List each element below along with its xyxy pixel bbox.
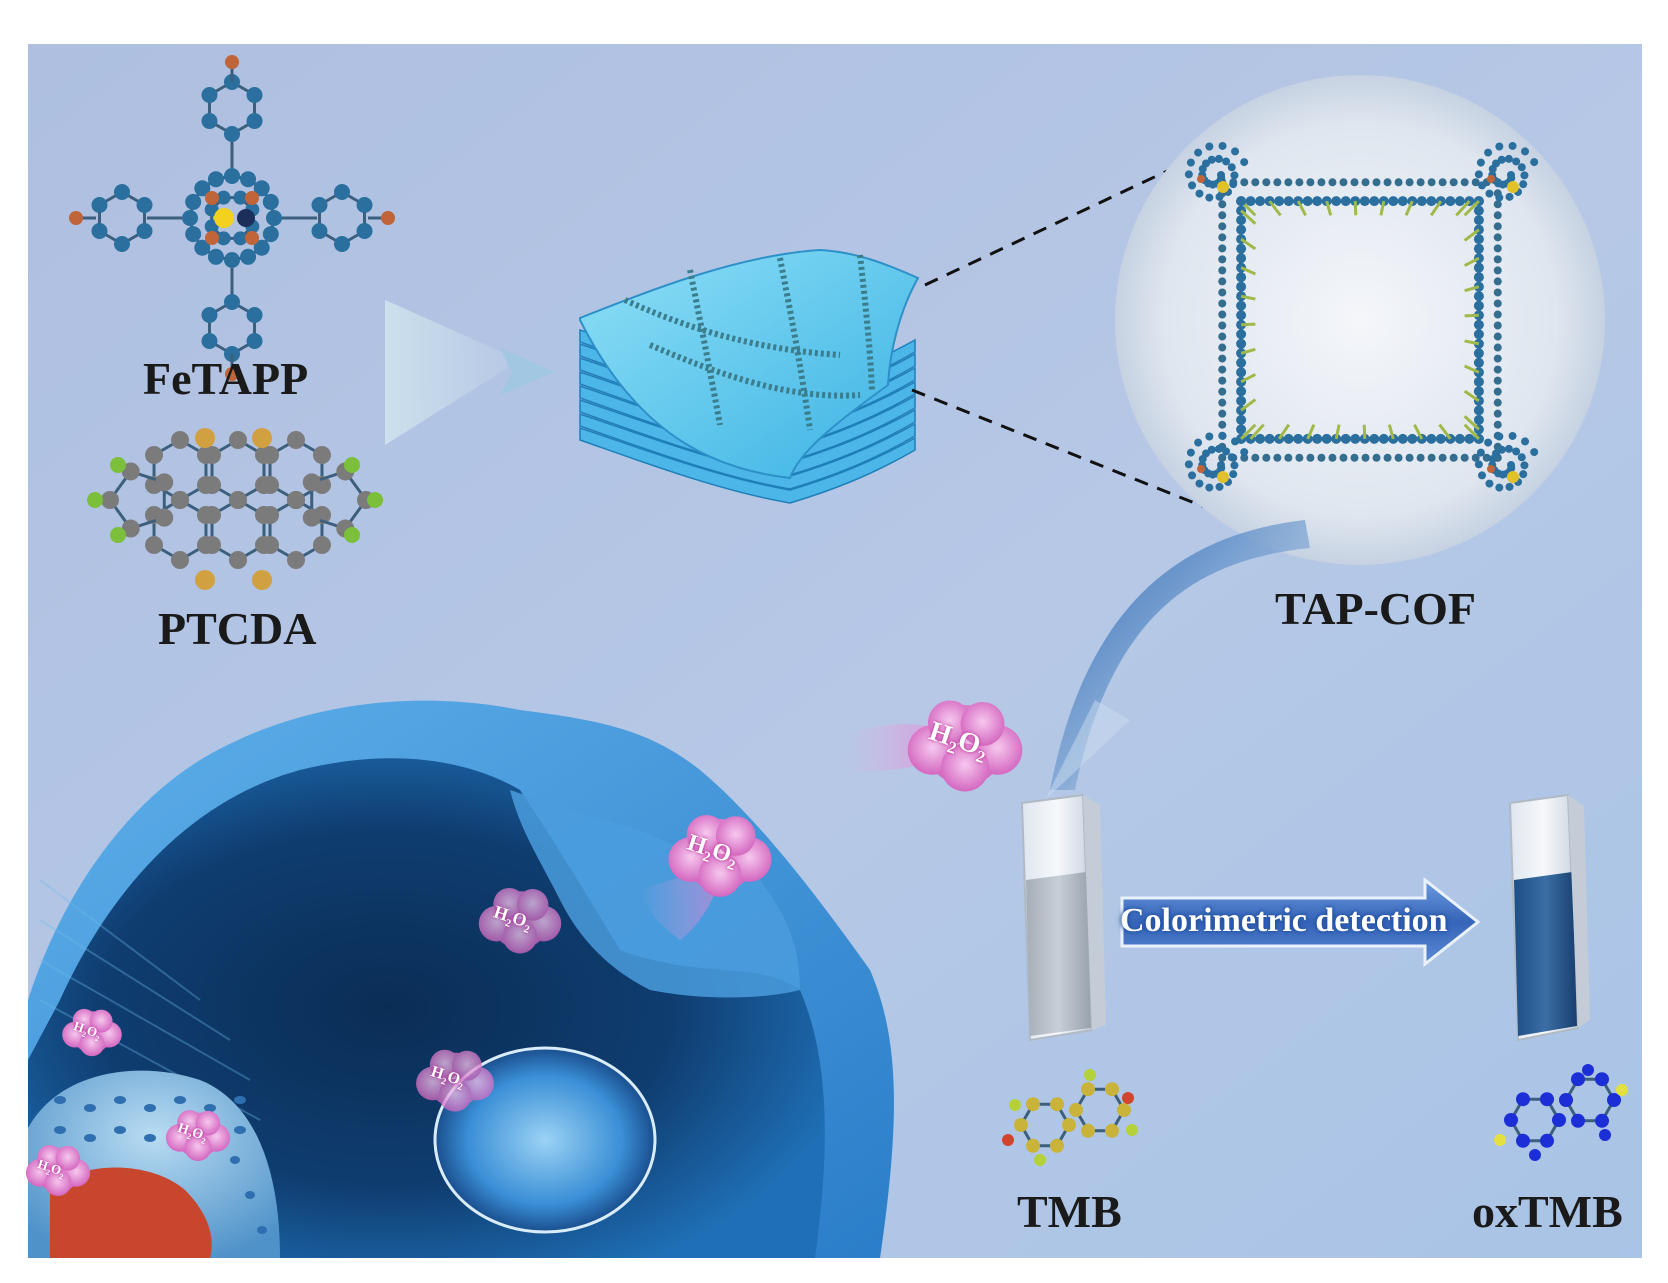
h2o2-cloud	[907, 700, 1023, 792]
synthesis-arrow	[385, 300, 555, 445]
cof-layer-stack	[579, 248, 920, 504]
tmb-label: TMB	[1017, 1186, 1122, 1237]
fetapp-molecule	[69, 55, 395, 381]
cuvette-oxtmb	[1508, 793, 1590, 1042]
fetapp-label: FeTAPP	[143, 353, 309, 404]
h2o2-cloud	[668, 814, 772, 897]
oxtmb-label: oxTMB	[1472, 1186, 1623, 1237]
oxtmb-molecule	[1494, 1064, 1628, 1161]
colorimetric-arrow	[1120, 876, 1481, 968]
h2o2-cloud	[416, 1049, 494, 1112]
ptcda-label: PTCDA	[158, 603, 317, 654]
tmb-molecule	[1002, 1069, 1138, 1166]
h2o2-cloud	[165, 1110, 231, 1162]
tap-cof-pore-view	[1115, 75, 1605, 565]
cuvette-tmb	[1020, 793, 1106, 1042]
tap-cof-label: TAP-COF	[1275, 583, 1477, 634]
ptcda-molecule	[87, 428, 383, 590]
h2o2-cloud	[478, 887, 562, 954]
h2o2-cloud	[25, 1145, 91, 1197]
colorimetric-detection-label: Colorimetric detection	[1120, 902, 1448, 939]
h2o2-cloud	[62, 1008, 122, 1057]
